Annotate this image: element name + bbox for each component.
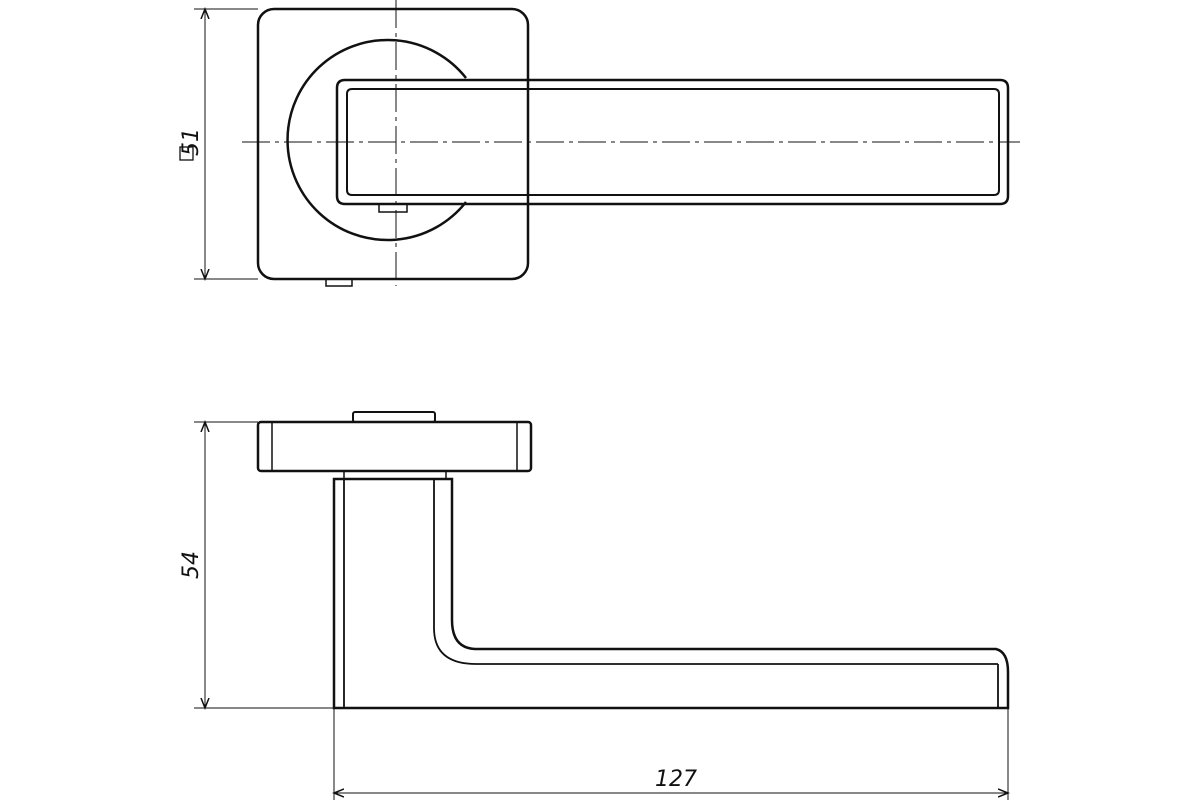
side-handle-inner-curve xyxy=(433,479,998,665)
side-view xyxy=(194,411,1010,800)
top-view xyxy=(179,0,1020,287)
rosette-notch xyxy=(325,278,353,287)
dimension-51-label: 51 xyxy=(179,128,204,156)
rosette-plate xyxy=(256,420,533,473)
side-handle-outline xyxy=(332,477,1010,710)
round-base xyxy=(286,38,467,242)
square-symbol-icon xyxy=(179,146,194,161)
dimension-54-label: 54 xyxy=(179,551,204,579)
top-knob xyxy=(352,411,436,423)
dimension-127-label: 127 xyxy=(655,767,697,792)
handle-inner-outline xyxy=(346,88,1000,196)
rosette-square xyxy=(256,7,530,281)
handle-notch xyxy=(378,203,408,213)
handle-outline xyxy=(335,78,1010,206)
